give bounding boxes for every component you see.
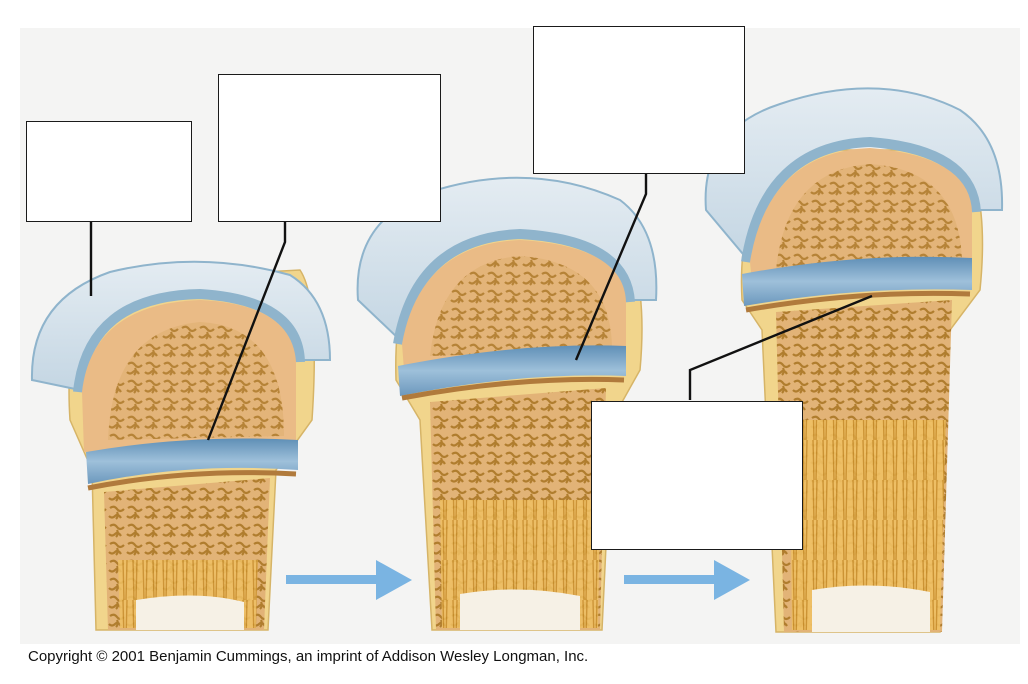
bone-stage-3: [704, 87, 1004, 633]
label-box-2[interactable]: [218, 74, 441, 222]
bone-stage-2: [356, 176, 658, 631]
copyright-notice: Copyright © 2001 Benjamin Cummings, an i…: [28, 648, 589, 665]
progress-arrow-2: [624, 560, 750, 600]
bone-stage-1: [30, 260, 332, 631]
label-box-1[interactable]: [26, 121, 192, 222]
label-box-3[interactable]: [533, 26, 745, 174]
leader-line-3: [574, 174, 648, 361]
leader-line-2: [206, 222, 287, 441]
label-box-4[interactable]: [591, 401, 803, 550]
leader-line-4: [688, 294, 873, 400]
progress-arrow-1: [286, 560, 412, 600]
